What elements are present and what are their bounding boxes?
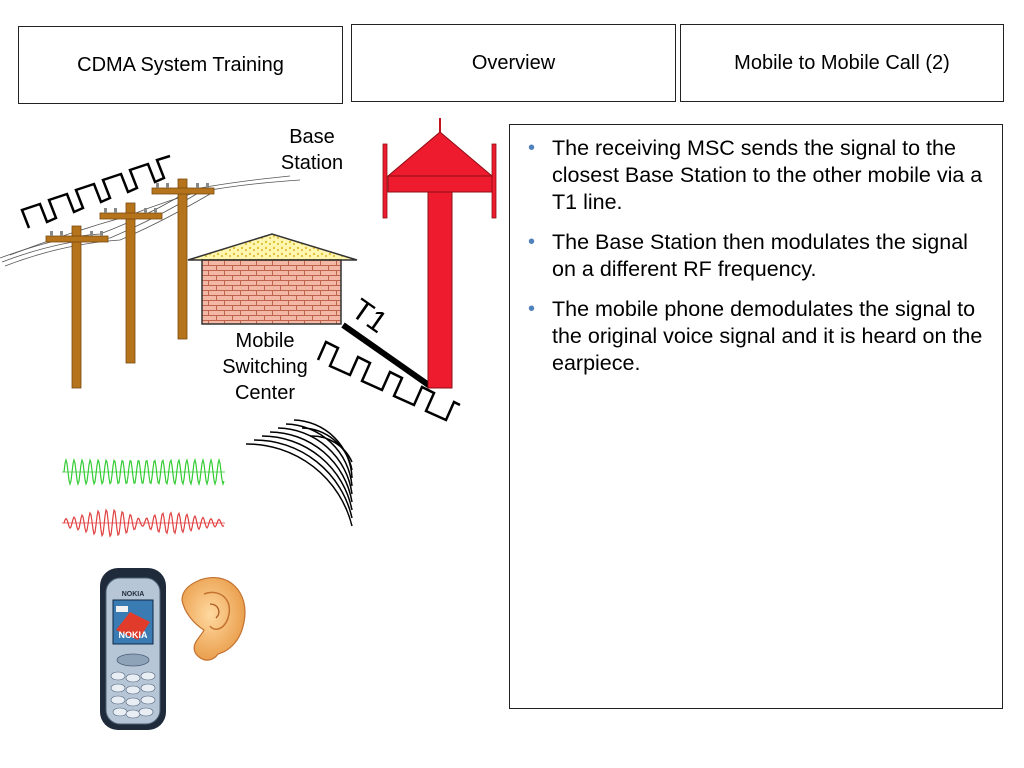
msc-label-line1: Mobile <box>235 330 295 352</box>
bullet-text: The mobile phone demodulates the signal … <box>552 297 983 375</box>
bullet-marker: • <box>528 137 536 159</box>
course-title: CDMA System Training <box>77 53 284 76</box>
bullet-marker: • <box>528 298 536 320</box>
bullet-item: • The receiving MSC sends the signal to t… <box>520 135 994 216</box>
msc-building-icon <box>187 233 358 325</box>
msc-label-line3: Center <box>234 382 296 404</box>
header-box-slide: Mobile to Mobile Call (2) <box>680 24 1004 102</box>
ear-icon <box>181 577 246 661</box>
slide-title: Mobile to Mobile Call (2) <box>734 52 950 74</box>
section-title: Overview <box>471 52 556 74</box>
square-wave-poles-icon <box>20 154 171 229</box>
bullet-item: • The mobile phone demodulates the signal… <box>520 296 994 377</box>
bullet-text: The receiving MSC sends the signal to th… <box>552 136 983 214</box>
utility-pole-front <box>45 225 109 389</box>
base-station-label-line1: Base <box>289 126 335 148</box>
bullet-text-box: • The receiving MSC sends the signal to t… <box>509 124 1003 709</box>
square-wave-t1-icon <box>316 340 461 422</box>
utility-pole-middle <box>99 202 163 364</box>
carrier-wave-icon <box>63 457 225 487</box>
base-station-label-line2: Station <box>280 152 344 174</box>
bullet-item: • The Base Station then modulates the sig… <box>520 229 994 283</box>
utility-poles-icon <box>45 178 215 389</box>
bullet-list: • The receiving MSC sends the signal to t… <box>520 135 994 377</box>
modulated-wave-icon <box>63 508 225 538</box>
phone-brand-top: NOKIA <box>122 591 145 598</box>
header-box-section: Overview <box>351 24 676 102</box>
msc-label-line2: Switching <box>222 356 308 378</box>
mobile-phone-icon: NOKIA NOKIA <box>100 568 166 730</box>
utility-pole-back <box>151 178 215 340</box>
base-station-label: Base Station <box>262 124 362 176</box>
bullet-text: The Base Station then modulates the sign… <box>552 230 968 281</box>
base-station-tower-icon <box>382 118 497 389</box>
header-box-course: CDMA System Training <box>18 26 343 104</box>
bullet-marker: • <box>528 231 536 253</box>
network-diagram: NOKIA NOKIA <box>0 118 497 730</box>
phone-brand-screen: NOKIA <box>119 630 149 640</box>
t1-line <box>341 322 432 389</box>
radio-waves-icon <box>245 419 353 527</box>
msc-label: Mobile Switching Center <box>205 328 325 406</box>
